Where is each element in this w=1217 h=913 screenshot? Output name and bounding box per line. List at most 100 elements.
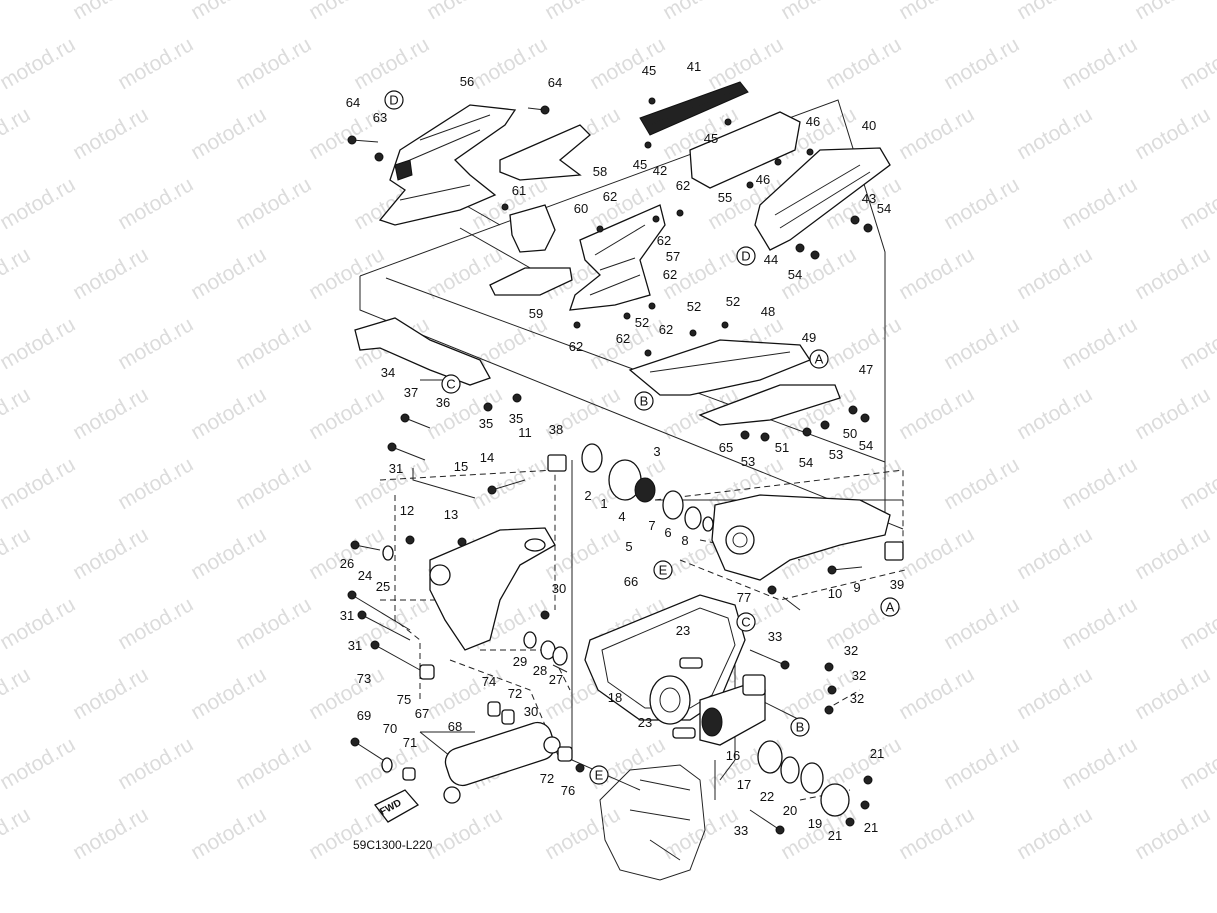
marker-letter: A: [815, 352, 824, 367]
watermark-text: motod.ru: [350, 33, 433, 94]
callout-c44: 44: [764, 252, 778, 267]
watermark-text: motod.ru: [187, 243, 270, 304]
watermark-text: motod.ru: [777, 0, 860, 24]
watermark-text: motod.ru: [1131, 0, 1214, 24]
watermark-text: motod.ru: [305, 663, 388, 724]
watermark-text: motod.ru: [0, 173, 79, 234]
watermark-text: motod.ru: [232, 593, 315, 654]
marker-mE2: E: [589, 765, 609, 785]
watermark-text: motod.ru: [187, 383, 270, 444]
marker-mE1: E: [653, 560, 673, 580]
watermark-text: motod.ru: [1176, 313, 1217, 374]
marker-letter: E: [595, 768, 604, 783]
watermark-text: motod.ru: [895, 103, 978, 164]
callout-c38: 38: [549, 422, 563, 437]
callout-c33b: 33: [734, 823, 748, 838]
watermark-text: motod.ru: [940, 33, 1023, 94]
part-bolts: [347, 97, 873, 835]
marker-letter: B: [796, 720, 805, 735]
part-footpeg-41: [639, 81, 749, 136]
letter-markers: D D A A B B C C E E: [384, 90, 900, 785]
marker-letter: B: [640, 394, 649, 409]
callout-c72b: 72: [540, 771, 554, 786]
callout-c8: 8: [681, 533, 688, 548]
watermark-text: motod.ru: [895, 243, 978, 304]
callout-c62c: 62: [657, 233, 671, 248]
callout-c51: 51: [775, 440, 789, 455]
watermark-text: motod.ru: [1058, 313, 1141, 374]
watermark-text: motod.ru: [69, 803, 152, 864]
part-linkage-11: [429, 527, 556, 651]
callout-c62e: 62: [659, 322, 673, 337]
watermark-text: motod.ru: [305, 523, 388, 584]
callout-c73: 73: [357, 671, 371, 686]
marker-mD1: D: [384, 90, 404, 110]
callout-c66: 66: [624, 574, 638, 589]
callout-c45c: 45: [633, 157, 647, 172]
watermark-text: motod.ru: [1013, 523, 1096, 584]
callout-c61: 61: [512, 183, 526, 198]
callout-c31b: 31: [340, 608, 354, 623]
watermark-text: motod.ru: [187, 103, 270, 164]
watermark-text: motod.ru: [232, 173, 315, 234]
watermark-text: motod.ru: [586, 33, 669, 94]
watermark-text: motod.ru: [1013, 383, 1096, 444]
watermark-text: motod.ru: [541, 803, 624, 864]
watermark-text: motod.ru: [704, 33, 787, 94]
callout-c62f: 62: [616, 331, 630, 346]
callout-c39: 39: [890, 577, 904, 592]
callout-c10: 10: [828, 586, 842, 601]
callout-c26: 26: [340, 556, 354, 571]
watermark-text: motod.ru: [1176, 733, 1217, 794]
marker-mC1: C: [441, 374, 461, 394]
watermark-text: motod.ru: [423, 0, 506, 24]
callout-c57: 57: [666, 249, 680, 264]
callout-c11: 11: [518, 425, 532, 440]
watermark-text: motod.ru: [822, 33, 905, 94]
callout-c3: 3: [653, 444, 660, 459]
watermark-text: motod.ru: [0, 383, 34, 444]
watermark-text: motod.ru: [423, 383, 506, 444]
callout-c70: 70: [383, 721, 397, 736]
callout-c21c: 21: [828, 828, 842, 843]
callout-c35b: 35: [509, 411, 523, 426]
watermark-text: motod.ru: [1013, 103, 1096, 164]
marker-circle: [736, 246, 756, 266]
callout-c37: 37: [404, 385, 418, 400]
marker-letter: C: [741, 615, 750, 630]
watermark-text: motod.ru: [1013, 663, 1096, 724]
watermark-text: motod.ru: [423, 243, 506, 304]
watermark-text: motod.ru: [350, 593, 433, 654]
callout-c32c: 32: [850, 691, 864, 706]
watermark-text: motod.ru: [541, 523, 624, 584]
watermark-text: motod.ru: [1131, 243, 1214, 304]
watermark-text: motod.ru: [895, 803, 978, 864]
watermark-text: motod.ru: [114, 453, 197, 514]
marker-mD2: D: [736, 246, 756, 266]
callout-c46b: 46: [756, 172, 770, 187]
callout-c27: 27: [549, 672, 563, 687]
callout-c69: 69: [357, 708, 371, 723]
callout-c53b: 53: [829, 447, 843, 462]
marker-mA2: A: [880, 597, 900, 617]
callout-c14: 14: [480, 450, 494, 465]
watermark-text: motod.ru: [895, 0, 978, 24]
callout-c15: 15: [454, 459, 468, 474]
callout-c54a: 54: [877, 201, 891, 216]
watermark-text: motod.ru: [69, 523, 152, 584]
watermark-text: motod.ru: [1013, 243, 1096, 304]
part-swingarm-main: [711, 494, 891, 581]
callout-c20: 20: [783, 803, 797, 818]
watermark-text: motod.ru: [187, 0, 270, 24]
watermark-text: motod.ru: [1013, 803, 1096, 864]
watermark-text: motod.ru: [187, 803, 270, 864]
watermark-text: motod.ru: [0, 803, 34, 864]
callout-c63: 63: [373, 110, 387, 125]
watermark-text: motod.ru: [0, 313, 79, 374]
callout-c4: 4: [618, 509, 625, 524]
callout-c46a: 46: [806, 114, 820, 129]
callout-c31c: 31: [348, 638, 362, 653]
callout-c16: 16: [726, 748, 740, 763]
callout-c76: 76: [561, 783, 575, 798]
